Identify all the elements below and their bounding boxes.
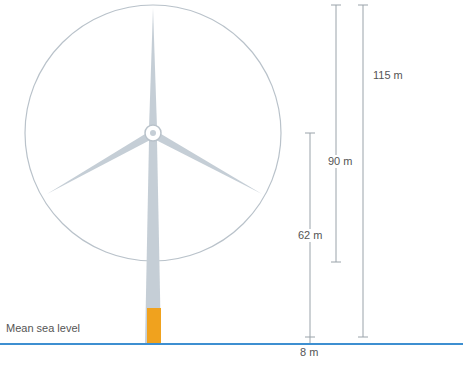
dimension-label: 8 m [299, 346, 319, 359]
tower [145, 140, 161, 344]
dimension-label: 115 m [372, 69, 404, 82]
dimension-label: 90 m [327, 155, 353, 168]
dimension-lines [305, 5, 368, 344]
foundation [147, 308, 161, 344]
blades [47, 8, 262, 194]
sea-level-line [0, 343, 463, 345]
sea-level-label: Mean sea level [5, 322, 81, 335]
hub [145, 125, 161, 141]
dimension-label: 62 m [297, 229, 323, 242]
